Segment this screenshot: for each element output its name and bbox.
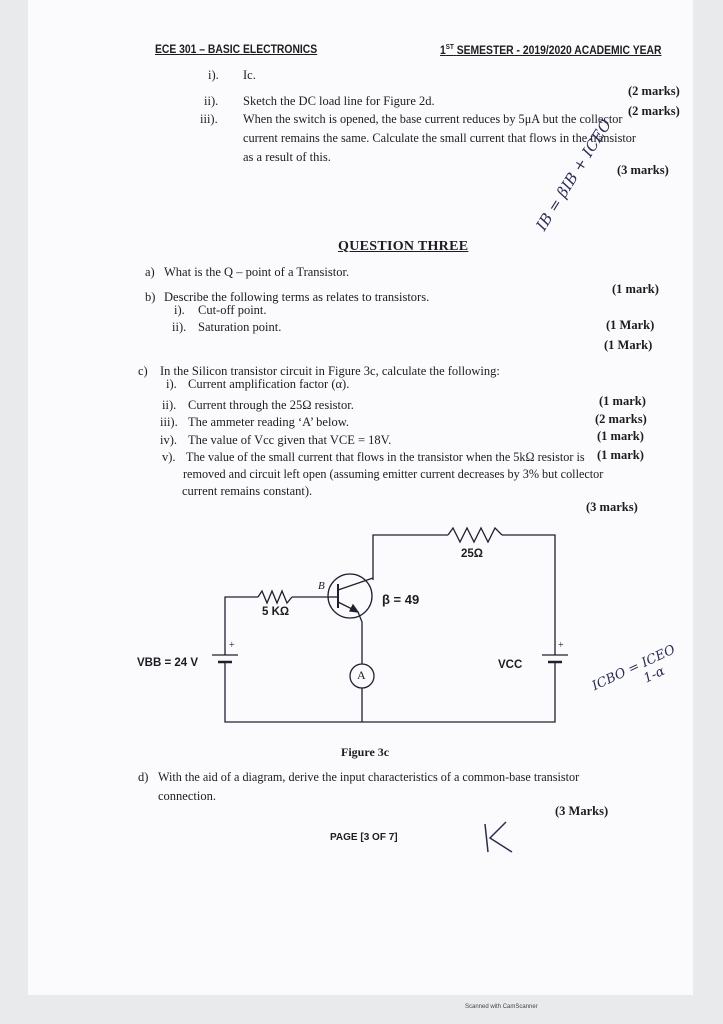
- semester-text: SEMESTER - 2019/2020 ACADEMIC YEAR: [456, 44, 662, 57]
- item-num: ii).: [162, 398, 177, 412]
- item-num: c): [138, 364, 148, 378]
- item-text: connection.: [158, 789, 216, 803]
- item-num: d): [138, 770, 149, 784]
- label-vcc: VCC: [498, 659, 523, 671]
- resistor-5k-ohm: [257, 589, 293, 605]
- item-text: Current amplification factor (α).: [188, 377, 350, 391]
- ammeter: [349, 663, 375, 689]
- ammeter-label: A: [357, 668, 366, 682]
- semester-sup: ST: [445, 44, 454, 51]
- label-5k-ohm: 5 KΩ: [262, 606, 290, 618]
- item-num: ii).: [204, 94, 219, 108]
- item-text: Current through the 25Ω resistor.: [188, 398, 354, 412]
- figure-caption: Figure 3c: [341, 745, 390, 759]
- item-num: iii).: [200, 112, 218, 126]
- semester-num: 1: [440, 44, 446, 57]
- marks: (3 marks): [617, 163, 669, 177]
- item-text: The ammeter reading ‘A’ below.: [188, 415, 350, 429]
- item-num: i).: [174, 303, 185, 317]
- item-text: as a result of this.: [243, 150, 331, 164]
- item-text: The value of the small current that flow…: [186, 450, 585, 464]
- document-page: [28, 0, 693, 995]
- item-text: Ic.: [243, 68, 256, 82]
- item-text: removed and circuit left open (assuming …: [183, 467, 604, 481]
- item-num: b): [145, 290, 156, 304]
- transistor-symbol: [327, 573, 374, 619]
- marks: (1 Mark): [606, 318, 655, 332]
- item-num: iii).: [160, 415, 178, 429]
- item-text: In the Silicon transistor circuit in Fig…: [160, 364, 500, 378]
- marks: (1 mark): [612, 282, 659, 296]
- marks: (1 Mark): [604, 338, 653, 352]
- label-vbb: VBB = 24 V: [137, 657, 199, 669]
- marks: (2 marks): [628, 104, 680, 118]
- page-number: PAGE [3 OF 7]: [330, 832, 398, 843]
- item-text: The value of Vcc given that VCE = 18V.: [188, 433, 392, 447]
- item-text: When the switch is opened, the base curr…: [243, 112, 623, 126]
- item-num: ii).: [172, 320, 187, 334]
- item-text: current remains the same. Calculate the …: [243, 131, 637, 145]
- item-text: What is the Q – point of a Transistor.: [164, 265, 350, 279]
- semester-title: 1ST SEMESTER - 2019/2020 ACADEMIC YEAR: [440, 44, 661, 57]
- marks: (3 marks): [586, 500, 638, 514]
- item-text: Saturation point.: [198, 320, 282, 334]
- item-num: i).: [166, 377, 177, 391]
- course-title: ECE 301 – BASIC ELECTRONICS: [155, 44, 318, 56]
- resistor-25-ohm: [447, 526, 503, 544]
- marks: (1 mark): [597, 429, 644, 443]
- label-beta: β = 49: [382, 592, 420, 607]
- marks: (1 mark): [597, 448, 644, 462]
- scanner-watermark: Scanned with CamScanner: [465, 1004, 538, 1010]
- item-text: current remains constant).: [182, 484, 313, 498]
- marks: (2 marks): [595, 412, 647, 426]
- item-num: a): [145, 265, 155, 279]
- marks: (1 mark): [599, 394, 646, 408]
- question-title: QUESTION THREE: [338, 239, 469, 254]
- item-num: v).: [162, 450, 176, 464]
- item-text: With the aid of a diagram, derive the in…: [158, 770, 580, 784]
- wires: [224, 534, 556, 723]
- item-text: Describe the following terms as relates …: [164, 290, 430, 304]
- plus-sign: +: [229, 640, 235, 651]
- plus-sign: +: [558, 640, 564, 651]
- marks: (2 marks): [628, 84, 680, 98]
- vbb-battery: [212, 654, 238, 675]
- vcc-battery: [542, 654, 568, 675]
- item-text: Cut-off point.: [198, 303, 267, 317]
- label-base: B: [318, 580, 325, 592]
- handwritten-initial: [484, 821, 513, 853]
- label-25-ohm: 25Ω: [461, 548, 484, 560]
- item-num: i).: [208, 68, 219, 82]
- marks: (3 Marks): [555, 804, 609, 818]
- item-num: iv).: [160, 433, 178, 447]
- item-text: Sketch the DC load line for Figure 2d.: [243, 94, 435, 108]
